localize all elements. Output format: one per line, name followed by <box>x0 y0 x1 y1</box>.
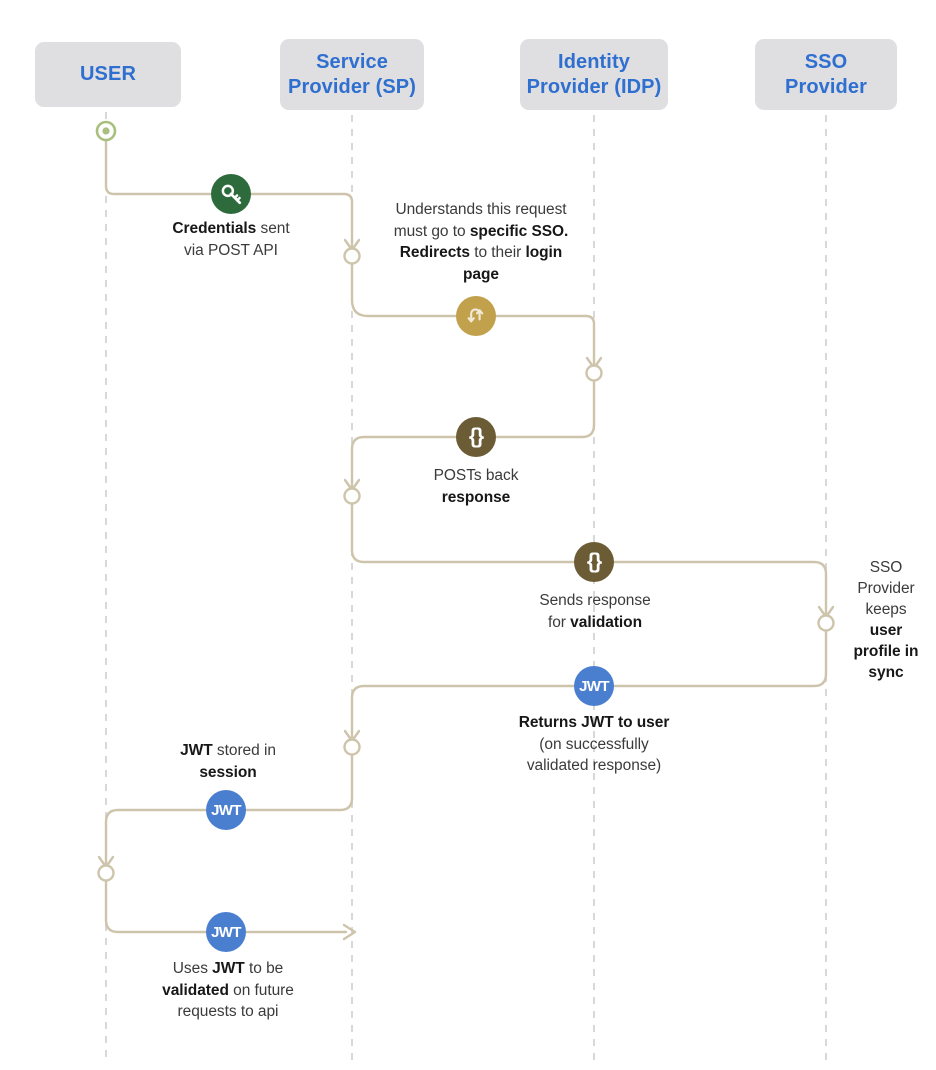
lane-label-sp-line2: Provider (SP) <box>288 75 416 98</box>
node-sp-credentials <box>343 247 361 265</box>
lane-label-idp-line1: Identity <box>558 50 630 73</box>
lane-label-sp-line1: Service <box>316 50 388 73</box>
curly-braces-icon: {} <box>456 417 496 457</box>
lane-header-user[interactable]: USER <box>35 42 181 107</box>
jwt-token-icon: JWT <box>574 666 614 706</box>
curly-braces-glyph: {} <box>468 425 484 448</box>
lane-label-sso-line1: SSO <box>804 50 848 73</box>
node-start-user <box>95 120 117 142</box>
lane-header-idp[interactable]: Identity Provider (IDP) <box>520 39 668 110</box>
node-idp-redirect <box>585 364 603 382</box>
arrowhead-sp-response <box>343 478 361 492</box>
jwt-label: JWT <box>211 923 241 941</box>
lane-label-idp-line2: Provider (IDP) <box>526 75 662 98</box>
note-jwt-api: Uses JWT to be validated on future reque… <box>162 960 294 1020</box>
lane-header-sp[interactable]: Service Provider (SP) <box>280 39 424 110</box>
jwt-label: JWT <box>211 801 241 819</box>
jwt-label: JWT <box>579 677 609 695</box>
lane-header-sso[interactable]: SSO Provider <box>755 39 897 110</box>
arrowhead-user-session <box>97 855 115 869</box>
curly-braces-icon: {} <box>574 542 614 582</box>
jwt-token-icon: JWT <box>206 912 246 952</box>
node-sp-jwt <box>343 738 361 756</box>
arrowhead-sp-credentials <box>343 238 361 252</box>
curly-braces-glyph: {} <box>586 550 602 573</box>
arrowhead-sp-api <box>342 923 357 941</box>
wire-user-to-sp-credentials <box>104 129 354 302</box>
lane-label-sso-line2: Provider <box>785 75 867 98</box>
node-sp-response <box>343 487 361 505</box>
arrowhead-sso-validation <box>817 605 835 619</box>
jwt-token-icon: JWT <box>206 790 246 830</box>
arrowhead-sp-jwt <box>343 729 361 743</box>
key-icon <box>211 174 251 214</box>
node-user-session <box>97 864 115 882</box>
redirect-arrows-icon <box>456 296 496 336</box>
note-returns-jwt: Returns JWT to user (on successfully val… <box>518 714 670 774</box>
node-sso-validation <box>817 614 835 632</box>
lane-label-user: USER <box>80 63 136 85</box>
note-redirect: Understands this request must go to spec… <box>393 201 569 283</box>
arrowhead-idp-redirect <box>585 356 603 370</box>
